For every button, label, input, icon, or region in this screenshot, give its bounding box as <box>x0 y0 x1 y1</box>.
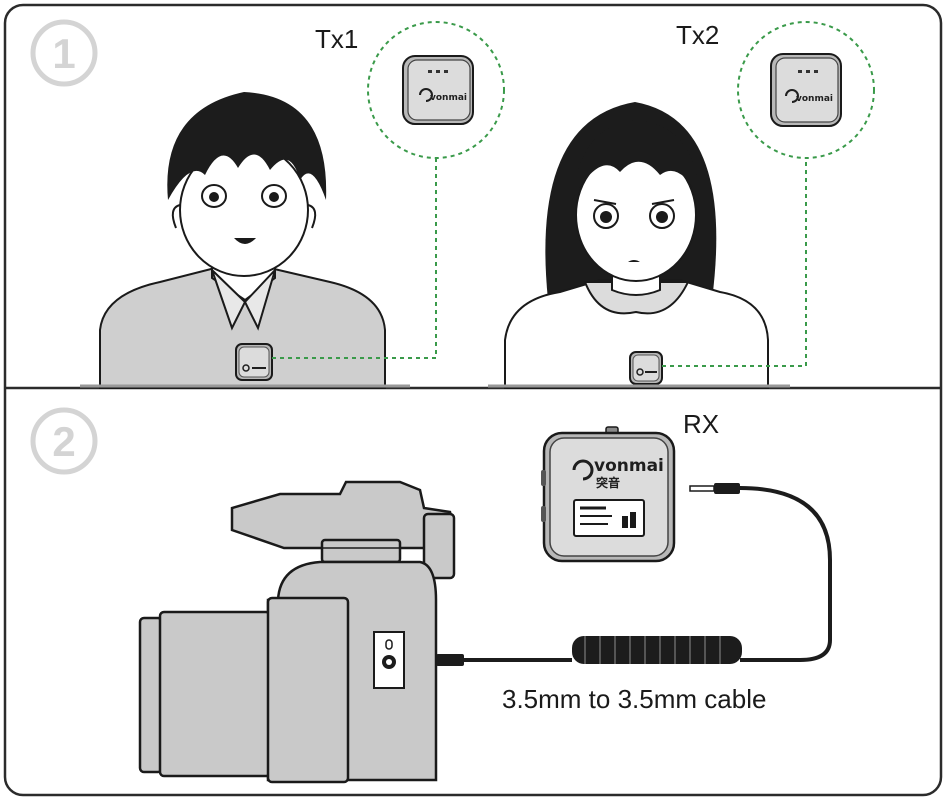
person-tx2-woman <box>504 102 769 389</box>
tx2-dashed-link <box>662 158 807 367</box>
rx-brand: vonmai <box>594 456 664 476</box>
rx-label: RX <box>683 409 719 439</box>
panel-2: 2 vonmai 突音 RX <box>30 407 832 784</box>
cable-caption: 3.5mm to 3.5mm cable <box>502 684 766 714</box>
tx1-brand: vonmai <box>430 93 467 103</box>
rx-receiver: vonmai 突音 <box>541 426 676 563</box>
cable-jack-top <box>689 483 740 494</box>
step-2-badge: 2 <box>30 407 98 475</box>
tx1-device-zoom: vonmai <box>402 55 474 125</box>
tx2-clip-device <box>629 351 663 385</box>
panel-1: 1 <box>30 19 875 389</box>
tx1-label: Tx1 <box>315 24 358 54</box>
tx2-device-zoom: vonmai <box>770 53 842 127</box>
step-1-number: 1 <box>52 30 75 77</box>
tx1-clip-device <box>235 343 273 381</box>
tx1-dashed-link <box>272 158 437 359</box>
audio-cable <box>739 486 832 662</box>
cable-coil <box>572 636 742 664</box>
tx2-label: Tx2 <box>676 20 719 50</box>
rx-brand-cn: 突音 <box>596 475 620 490</box>
step-1-badge: 1 <box>30 19 98 87</box>
tx2-brand: vonmai <box>796 94 833 104</box>
step-2-number: 2 <box>52 418 75 465</box>
camera <box>138 480 456 784</box>
